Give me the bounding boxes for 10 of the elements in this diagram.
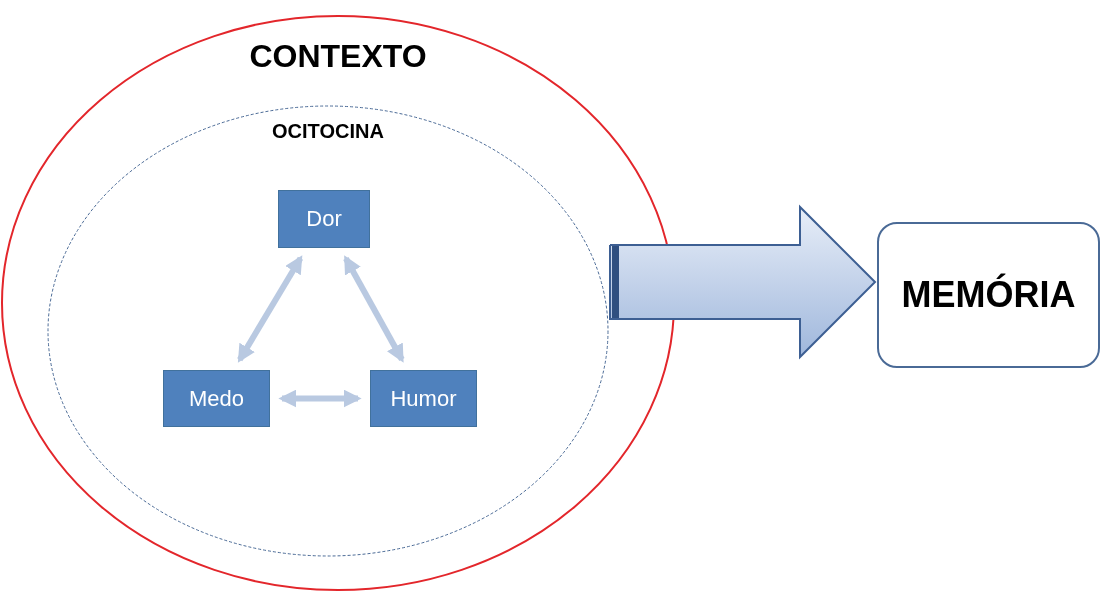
block-arrow bbox=[609, 204, 877, 360]
double-arrow bbox=[237, 255, 304, 363]
process-box: Humor bbox=[370, 370, 477, 427]
process-box: Medo bbox=[163, 370, 270, 427]
ellipse-title: CONTEXTO bbox=[248, 38, 428, 75]
double-arrow bbox=[278, 389, 362, 408]
result-box: MEMÓRIA bbox=[877, 222, 1100, 368]
ellipse-title: OCITOCINA bbox=[271, 120, 385, 143]
double-arrow bbox=[343, 255, 405, 363]
process-box: Dor bbox=[278, 190, 370, 248]
